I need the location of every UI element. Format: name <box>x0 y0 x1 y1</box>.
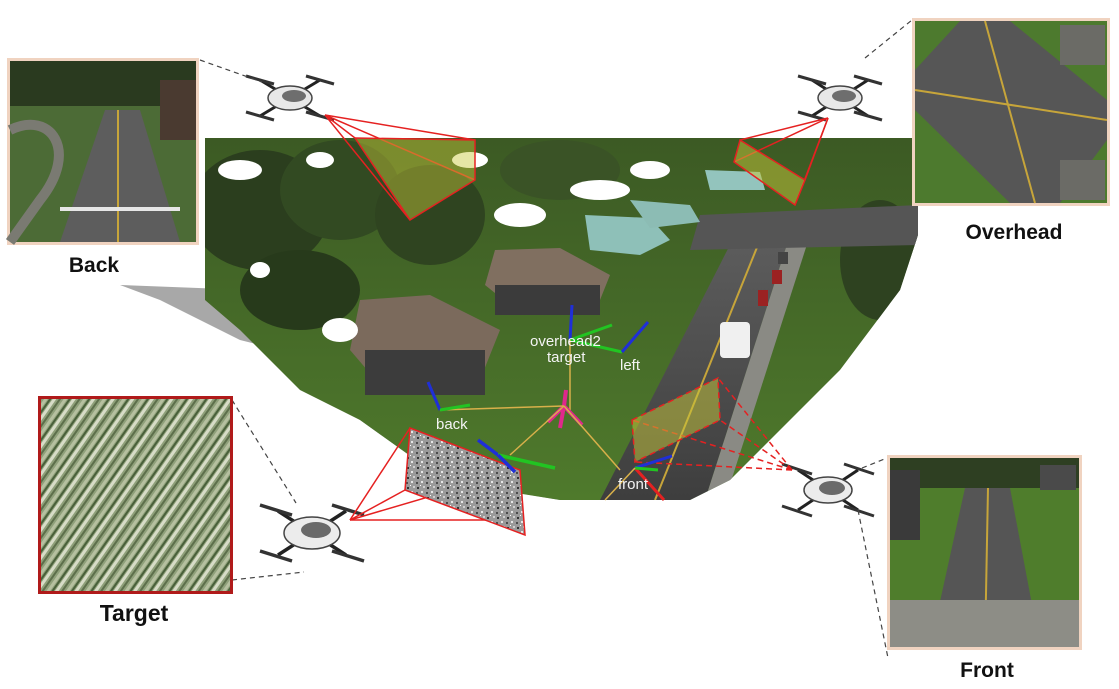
drone-target <box>259 503 365 563</box>
caption-back: Back <box>68 254 120 277</box>
reconstruction-holes <box>218 152 670 342</box>
house-roof <box>630 200 700 228</box>
frame-overhead2 <box>568 304 650 410</box>
house-roof <box>705 170 765 190</box>
label-left: left <box>620 357 641 374</box>
overhead-view-photo <box>912 18 1110 206</box>
label-overhead2: overhead2 <box>530 333 601 350</box>
frustum-back <box>324 114 476 222</box>
back-view-photo <box>5 58 199 245</box>
drone-overhead <box>797 74 883 122</box>
label-target: target <box>547 349 586 366</box>
caption-front: Front <box>960 659 1014 682</box>
frustum-overhead <box>733 117 829 207</box>
target-image-plane <box>404 426 526 537</box>
frustum-target <box>349 426 526 537</box>
label-front: front <box>618 476 649 493</box>
frame-back <box>426 381 471 412</box>
drone-back <box>245 74 335 122</box>
label-back: back <box>436 416 468 433</box>
caption-overhead: Overhead <box>965 221 1063 244</box>
cross-road <box>690 205 918 250</box>
sidewalk <box>705 235 810 500</box>
frustum-front <box>631 376 793 471</box>
target-view-photo <box>38 396 233 594</box>
frame-front <box>604 454 673 502</box>
frame-target <box>439 389 621 471</box>
frame-target-drone <box>476 438 556 474</box>
front-view-photo <box>887 455 1082 650</box>
caption-target: Target <box>99 600 169 626</box>
connectors <box>199 19 913 659</box>
drone-front <box>781 462 875 518</box>
